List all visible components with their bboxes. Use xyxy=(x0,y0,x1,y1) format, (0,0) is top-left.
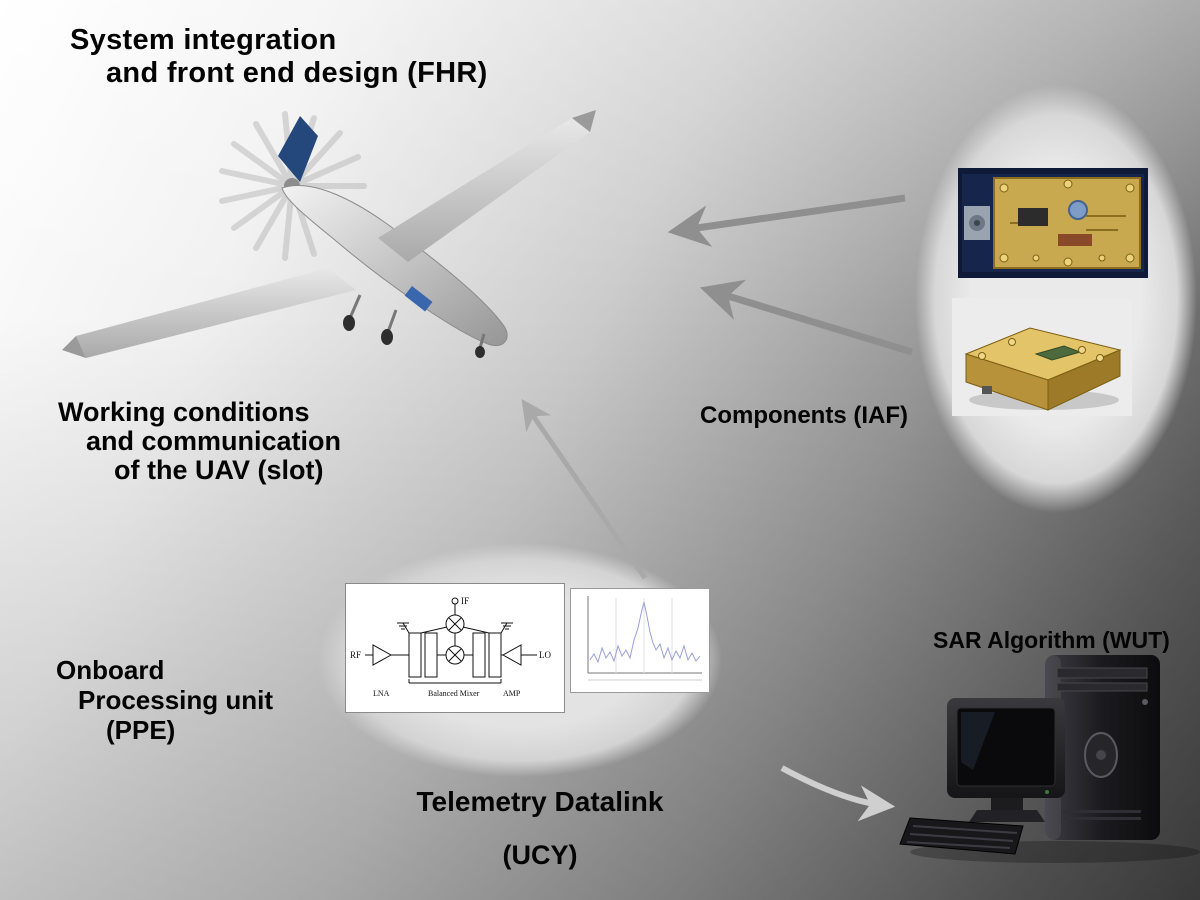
title-line2: and front end design (FHR) xyxy=(106,57,488,89)
wheel xyxy=(381,329,393,345)
circuit-mixer-label: Balanced Mixer xyxy=(428,689,480,698)
component-photo-pcb xyxy=(958,168,1148,278)
uav-left-wing xyxy=(76,268,356,358)
components-label: Components (IAF) xyxy=(700,402,908,429)
onboard-line1: Onboard xyxy=(56,655,165,685)
telemetry-ucy-label: (UCY) xyxy=(502,840,578,870)
uav-right-wingtip xyxy=(572,110,596,132)
telemetry-datalink-label: Telemetry Datalink xyxy=(416,786,664,817)
working-line3: of the UAV (slot) xyxy=(114,455,324,485)
title-line1: System integration xyxy=(70,24,337,56)
landing-gear-struts xyxy=(348,294,486,349)
slide-title: System integration and front end design … xyxy=(70,24,488,90)
arrow-components-to-uav-top xyxy=(667,194,906,247)
ground-symbol xyxy=(500,622,513,634)
onboard-line2: Processing unit xyxy=(78,685,274,715)
circuit-amp-label: AMP xyxy=(503,689,521,698)
sar-algorithm-label: SAR Algorithm (WUT) xyxy=(933,627,1170,653)
working-conditions-label: Working conditions and communication of … xyxy=(58,398,341,485)
uav-fuselage xyxy=(281,185,508,346)
working-line1: Working conditions xyxy=(58,397,310,427)
arrow-components-to-uav-bottom xyxy=(699,279,914,356)
monitor-screen xyxy=(956,707,1056,787)
ground-symbol xyxy=(397,622,410,634)
circuit-if-label: IF xyxy=(461,596,469,606)
uav-decal xyxy=(404,286,433,312)
computer-image xyxy=(899,655,1200,863)
circuit-rf-label: RF xyxy=(350,650,361,660)
uav-image xyxy=(62,110,596,358)
wheel xyxy=(475,346,485,358)
component-photo-waveguide xyxy=(952,298,1132,416)
circuit-diagram: IF RF LO LNA Balanced Mixe xyxy=(345,583,565,713)
circuit-lo-label: LO xyxy=(539,650,551,660)
wheel xyxy=(343,315,355,331)
tail-fin xyxy=(278,116,318,182)
onboard-line3: (PPE) xyxy=(106,715,176,745)
uav-left-wingtip xyxy=(62,336,86,358)
onboard-processing-label: Onboard Processing unit (PPE) xyxy=(56,655,273,745)
circuit-lna-label: LNA xyxy=(373,689,390,698)
spectrum-plot xyxy=(570,588,710,693)
uav-right-wing xyxy=(378,118,590,262)
working-line2: and communication xyxy=(86,426,342,456)
arrow-telemetry-to-computer xyxy=(780,765,896,822)
